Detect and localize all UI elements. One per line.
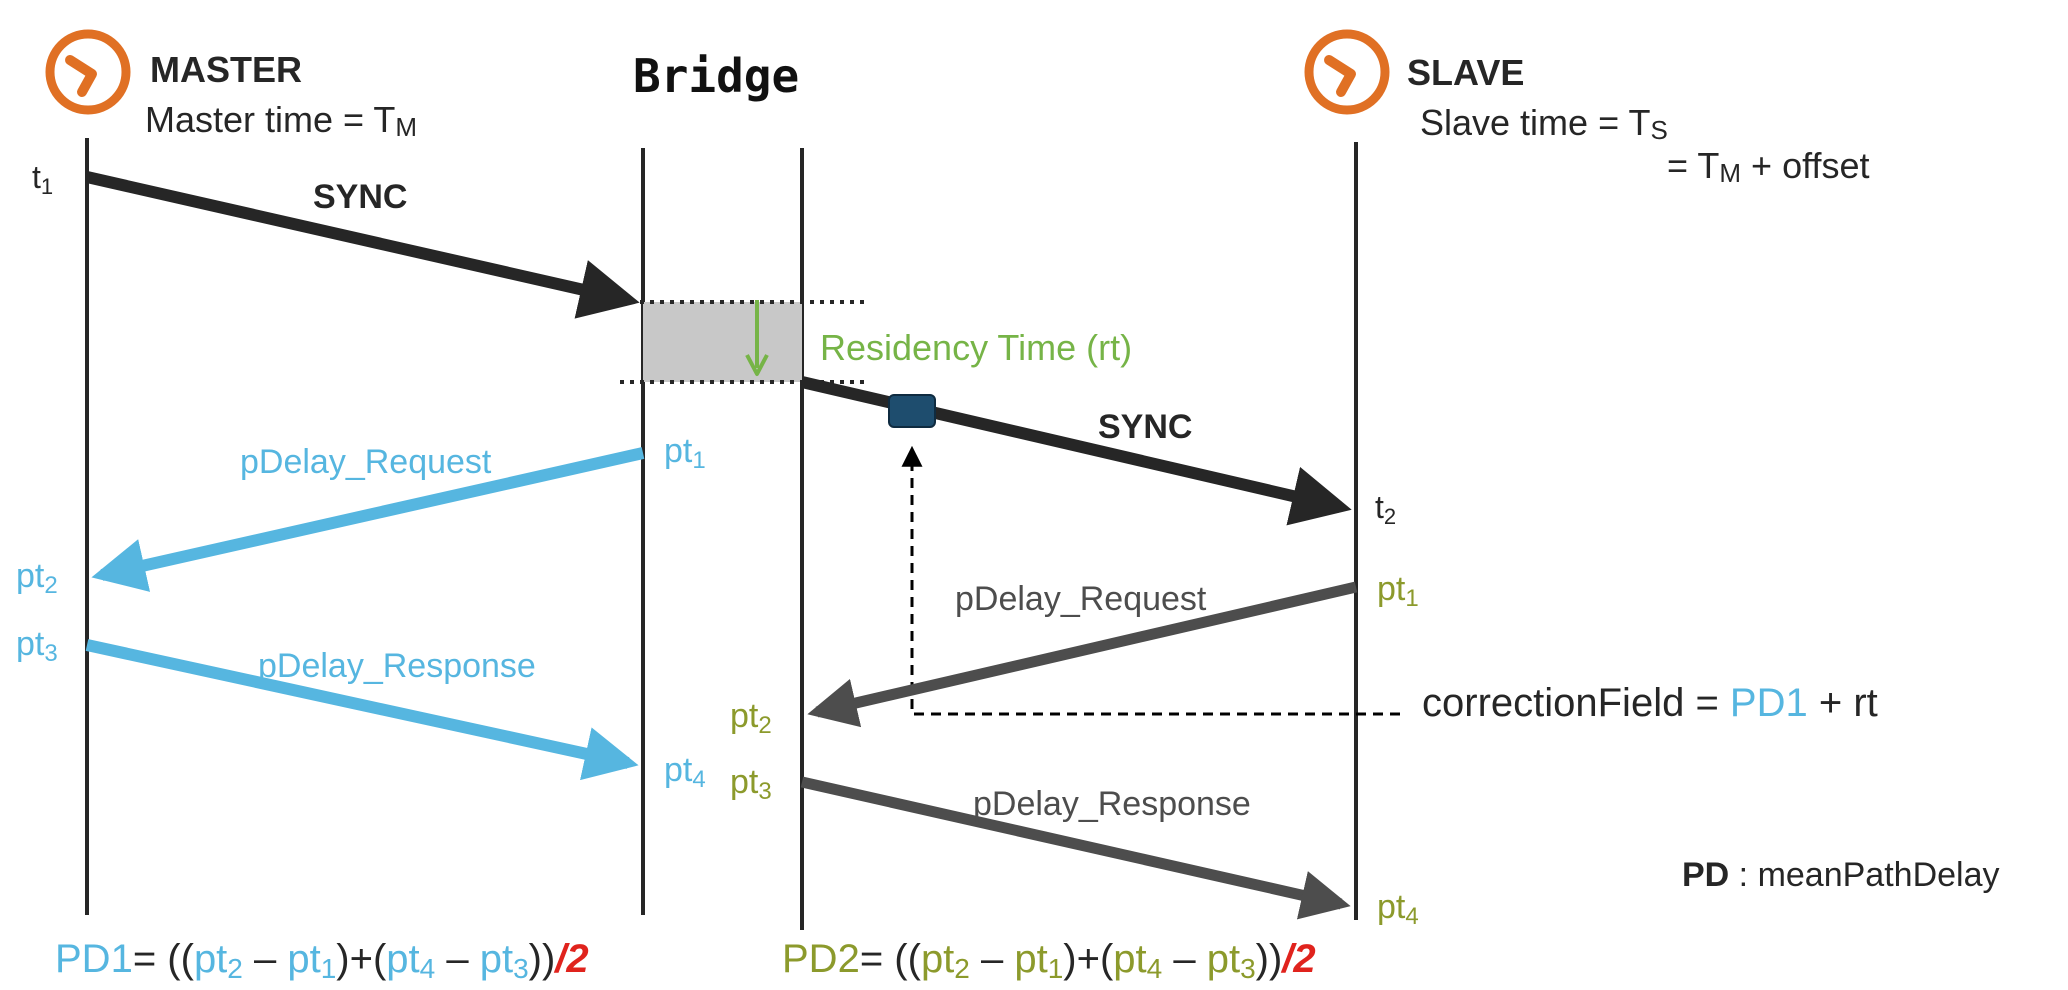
- sync-arrow-bridge-to-slave: [800, 376, 1352, 526]
- timestamp-bridge-pt4: pt4: [664, 751, 706, 793]
- correction-field-box: [888, 394, 936, 428]
- pd1-formula: PD1= ((pt2 – pt1)+(pt4 – pt3))/2: [55, 937, 589, 984]
- pdelay-request-label-right: pDelay_Request: [955, 580, 1207, 618]
- master-time-label: Master time = TM: [145, 99, 417, 142]
- sync-label-1: SYNC: [313, 178, 407, 216]
- timestamp-master-pt2: pt2: [16, 557, 58, 599]
- slave-clock-icon: [1304, 29, 1390, 115]
- master-clock-icon: [45, 29, 131, 115]
- pdelay-request-arrow-right: [807, 581, 1358, 728]
- slave-time-label: Slave time = TS: [1420, 102, 1668, 145]
- timestamp-bridge-pt3: pt3: [730, 763, 772, 805]
- residency-label: Residency Time (rt): [820, 327, 1132, 368]
- pdelay-request-arrow-left: [91, 447, 645, 592]
- slave-time-offset: = TM + offset: [1667, 145, 1869, 188]
- bridge-title: Bridge: [633, 49, 799, 103]
- residency-arrow-head: [745, 354, 769, 376]
- residency-region: [643, 302, 802, 382]
- pd-legend: PD : meanPathDelay: [1682, 856, 2000, 894]
- correction-field-equation: correctionField = PD1 + rt: [1422, 681, 1878, 725]
- pdelay-response-arrow-left: [85, 639, 639, 781]
- pdelay-response-label-left: pDelay_Response: [258, 647, 536, 685]
- timestamp-bridge-pt2: pt2: [730, 697, 772, 739]
- correction-dashed-arrow: [901, 445, 1400, 716]
- timestamp-bridge-pt1: pt1: [664, 432, 706, 474]
- timestamp-t1: t1: [32, 159, 53, 199]
- timestamp-master-pt3: pt3: [16, 625, 58, 667]
- sync-label-2: SYNC: [1098, 408, 1192, 446]
- pdelay-request-label-left: pDelay_Request: [240, 443, 492, 481]
- master-title: MASTER: [150, 49, 302, 90]
- sync-arrow-master-to-bridge: [85, 171, 640, 319]
- timestamp-t2: t2: [1375, 489, 1396, 529]
- timestamp-slave-pt1: pt1: [1377, 570, 1419, 612]
- pdelay-response-label-right: pDelay_Response: [973, 785, 1251, 823]
- slave-title: SLAVE: [1407, 52, 1524, 93]
- pd2-formula: PD2= ((pt2 – pt1)+(pt4 – pt3))/2: [782, 937, 1316, 984]
- pdelay-response-arrow-right: [800, 776, 1351, 920]
- timestamp-slave-pt4: pt4: [1377, 888, 1419, 930]
